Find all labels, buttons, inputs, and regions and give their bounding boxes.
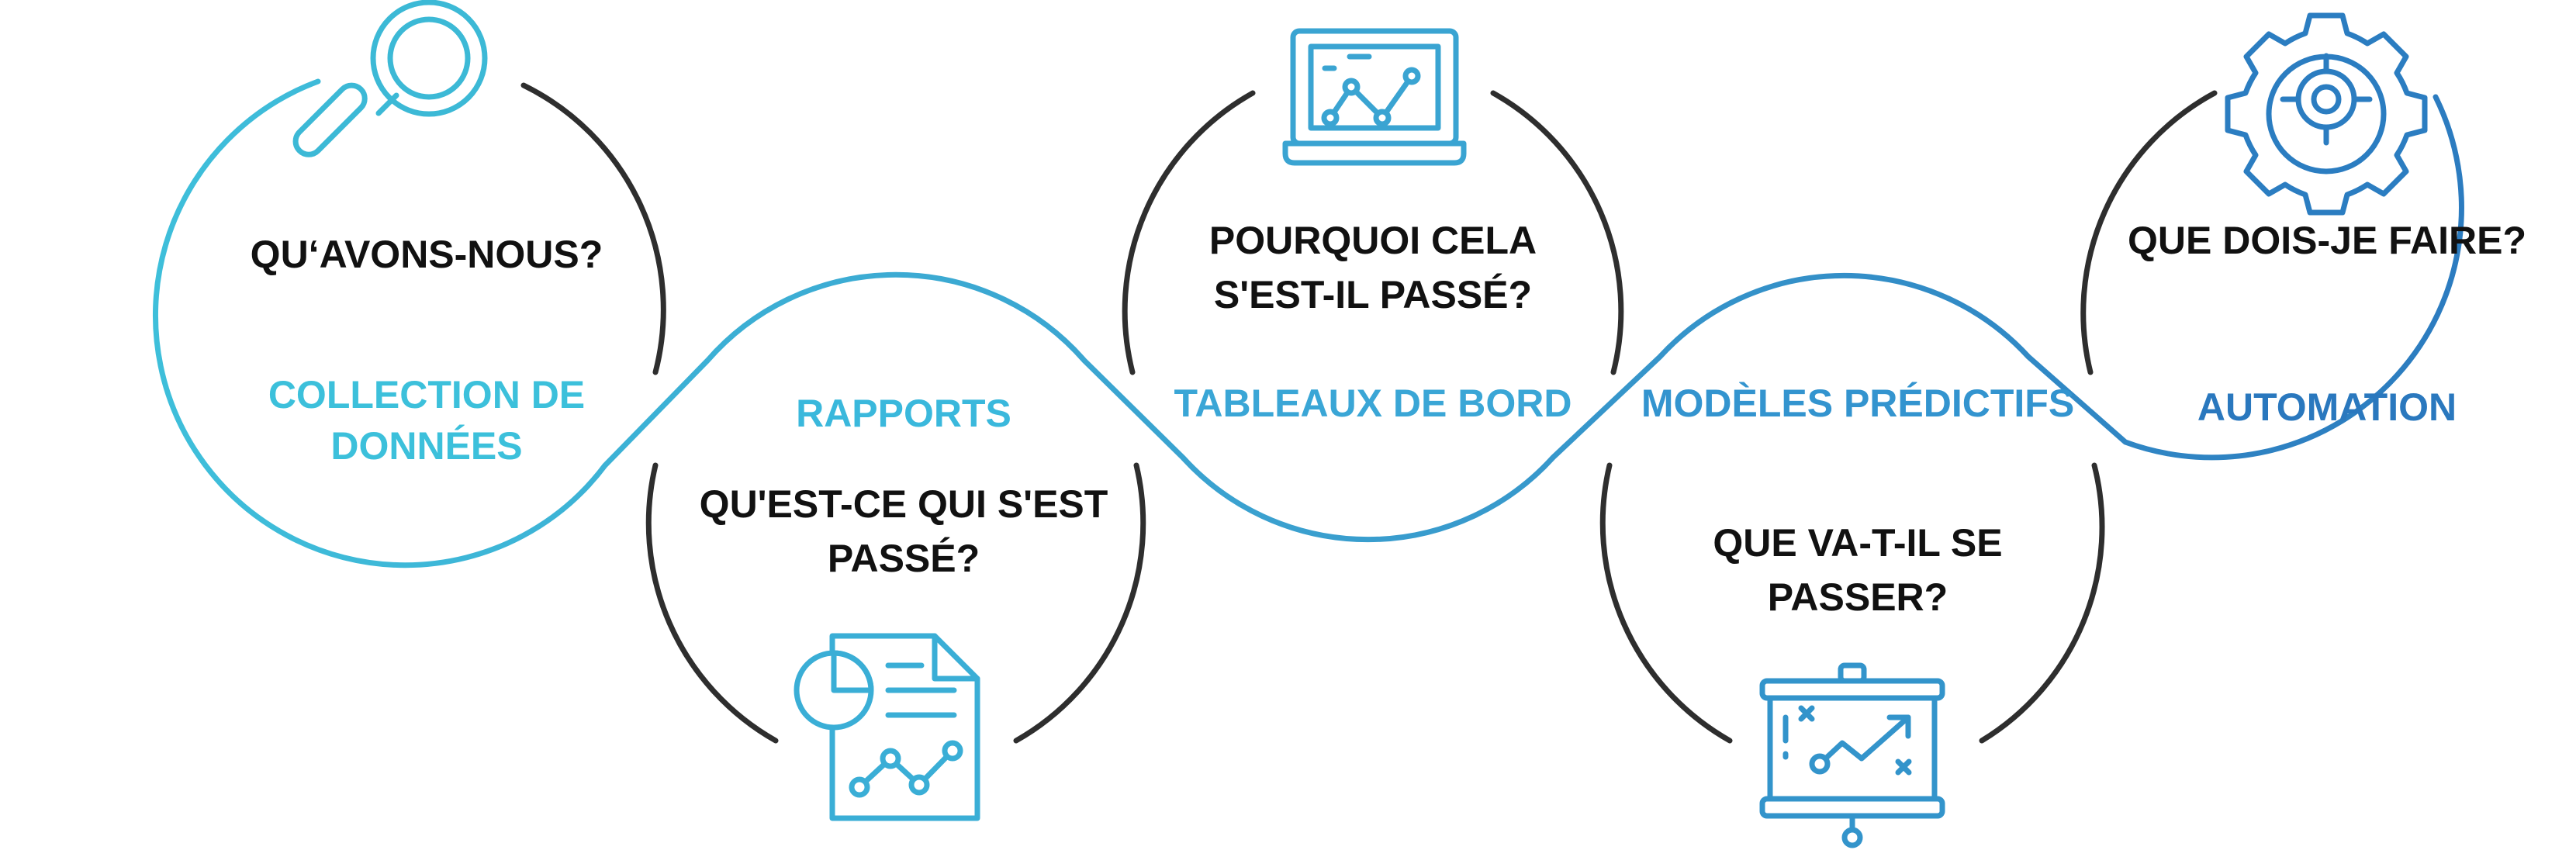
presentation-board-icon	[1759, 662, 1945, 848]
stage-question: QUE VA-T-IL SE PASSER?	[1713, 521, 2003, 619]
stage-dashboards-label-box: TABLEAUX DE BORD	[1156, 378, 1590, 429]
stage-question: QU‘AVONS-NOUS?	[250, 233, 603, 276]
arc-stage-3	[1122, 90, 1624, 375]
stage-reports-label-box: RAPPORTS	[686, 388, 1121, 439]
stage-collection: QU‘AVONS-NOUS?	[209, 227, 644, 282]
stage-dashboards: POURQUOI CELA S'EST-IL PASSÉ?	[1156, 213, 1590, 322]
stage-label: RAPPORTS	[796, 392, 1011, 435]
stage-predictive-label-box: MODÈLES PRÉDICTIFS	[1641, 378, 2075, 429]
arc-stage-2	[645, 462, 1146, 744]
stage-collection-label-box: COLLECTION DE DONNÉES	[209, 369, 644, 472]
stage-question: QU'EST-CE QUI S'EST PASSÉ?	[699, 482, 1108, 580]
stage-automation-label-box: AUTOMATION	[2110, 382, 2544, 433]
stage-automation: QUE DOIS-JE FAIRE?	[2110, 213, 2544, 268]
stage-label: MODÈLES PRÉDICTIFS	[1641, 382, 2075, 425]
wave-connector	[152, 78, 2464, 568]
stage-predictive: QUE VA-T-IL SE PASSER?	[1641, 516, 2075, 624]
stage-label: COLLECTION DE DONNÉES	[268, 373, 586, 468]
stage-reports: QU'EST-CE QUI S'EST PASSÉ?	[686, 477, 1121, 586]
stage-question: QUE DOIS-JE FAIRE?	[2128, 219, 2526, 262]
report-document-icon	[794, 633, 980, 821]
laptop-chart-icon	[1282, 28, 1467, 166]
arc-stage-1	[520, 82, 666, 375]
stage-label: TABLEAUX DE BORD	[1174, 382, 1572, 425]
gear-target-icon	[2225, 12, 2428, 216]
stage-question: POURQUOI CELA S'EST-IL PASSÉ?	[1208, 219, 1537, 316]
arc-stage-4	[1599, 462, 2105, 744]
arc-stage-5	[2080, 90, 2218, 375]
magnifier-icon	[292, 0, 488, 157]
stage-label: AUTOMATION	[2197, 385, 2457, 429]
